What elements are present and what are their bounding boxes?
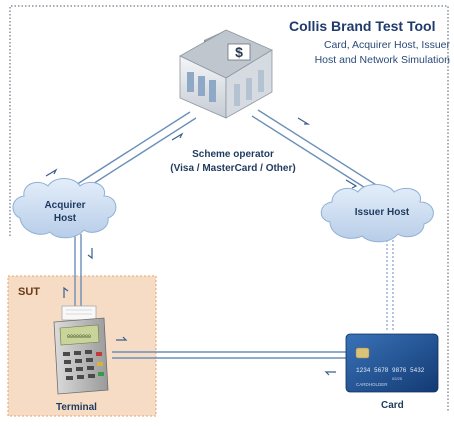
tool-boundary — [9, 5, 449, 412]
direction-arrows — [45, 117, 358, 376]
credit-card-icon: 1234 5678 9876 5432 02/25 CARDHOLDER — [345, 333, 439, 393]
acquirer-host-label: Acquirer Host — [34, 199, 96, 225]
bank-building-icon: $ — [179, 29, 273, 119]
sut-label: SUT — [18, 286, 40, 298]
link-scheme-issuer — [251, 109, 385, 197]
terminal-screen-text: 00000000 — [67, 334, 91, 340]
tool-subtitle-line2: Host and Network Simulation — [314, 54, 450, 66]
tool-subtitle-line1: Card, Acquirer Host, Issuer — [323, 39, 450, 51]
scheme-operator-line2: (Visa / MasterCard / Other) — [170, 163, 296, 174]
acquirer-cloud-icon — [12, 178, 117, 239]
acquirer-line2: Host — [53, 213, 77, 224]
card-expiry: 02/25 — [392, 376, 403, 381]
issuer-host-label: Issuer Host — [354, 207, 410, 218]
card-number: 1234 5678 9876 5432 — [356, 367, 425, 374]
issuer-cloud-icon — [320, 184, 434, 243]
acquirer-line1: Acquirer — [44, 200, 86, 211]
scheme-operator-line1: Scheme operator — [192, 149, 274, 160]
scheme-operator-label: Scheme operator (Visa / MasterCard / Oth… — [148, 148, 318, 176]
card-holder: CARDHOLDER — [356, 382, 388, 387]
link-acquirer-terminal — [74, 234, 82, 318]
payment-terminal-icon: 00000000 — [53, 305, 109, 395]
terminal-label: Terminal — [56, 402, 97, 413]
card-label: Card — [381, 400, 404, 411]
tool-title: Collis Brand Test Tool — [289, 18, 436, 34]
tool-subtitle: Card, Acquirer Host, Issuer Host and Net… — [296, 38, 450, 68]
dollar-sign: $ — [235, 44, 243, 60]
link-terminal-card — [112, 351, 346, 359]
link-issuer-card — [386, 232, 394, 332]
